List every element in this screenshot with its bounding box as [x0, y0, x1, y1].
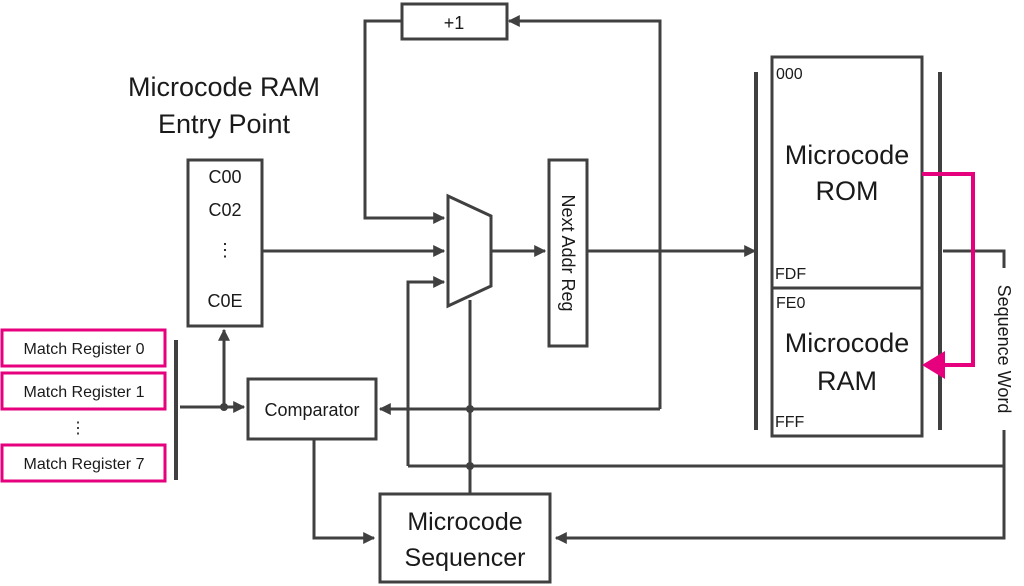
comparator-label: Comparator: [264, 400, 359, 420]
patch-arrow: [922, 172, 975, 367]
rom-label-line1: Microcode: [785, 140, 910, 170]
match-register-7: Match Register 7: [0, 443, 167, 483]
ram-label-line2: RAM: [817, 366, 877, 396]
microcode-ram: FE0 Microcode RAM FFF: [770, 286, 924, 438]
match-register-1-label: Match Register 1: [24, 384, 145, 401]
next-addr-reg: Next Addr Reg: [547, 158, 589, 348]
wires: [180, 14, 1006, 544]
entry-c00: C00: [208, 167, 241, 187]
multiplexer: [446, 193, 493, 309]
microcode-sequencer: Microcode Sequencer: [378, 492, 552, 584]
sequencer-label-line2: Sequencer: [405, 544, 526, 572]
rom-addr-bottom: FDF: [775, 266, 806, 283]
patch-arrow-head: [922, 351, 945, 379]
entry-point-title-line1: Microcode RAM: [128, 72, 320, 102]
ram-addr-bottom: FFF: [775, 414, 805, 431]
ram-label-line1: Microcode: [785, 328, 910, 358]
entry-point-table: C00 C02 ⋮ C0E: [186, 158, 264, 328]
next-addr-reg-label: Next Addr Reg: [558, 194, 578, 311]
match-register-ellipsis: ⋮: [70, 420, 86, 437]
match-register-0: Match Register 0: [0, 328, 167, 368]
comparator: Comparator: [246, 377, 378, 441]
entry-ellipsis: ⋮: [216, 240, 234, 260]
sequence-word-label: Sequence Word: [994, 285, 1014, 414]
rom-addr-top: 000: [776, 66, 803, 83]
entry-c02: C02: [208, 200, 241, 220]
increment-label: +1: [444, 13, 465, 33]
increment-block: +1: [400, 2, 509, 41]
microcode-rom: 000 Microcode ROM FDF: [770, 55, 924, 290]
ram-addr-top: FE0: [776, 295, 805, 312]
rom-label-line2: ROM: [816, 176, 879, 206]
entry-c0e: C0E: [207, 291, 242, 311]
entry-point-title-line2: Entry Point: [158, 109, 291, 139]
match-register-1: Match Register 1: [0, 371, 167, 411]
sequencer-label-line1: Microcode: [407, 508, 522, 536]
match-register-7-label: Match Register 7: [24, 456, 145, 473]
match-register-0-label: Match Register 0: [24, 341, 145, 358]
